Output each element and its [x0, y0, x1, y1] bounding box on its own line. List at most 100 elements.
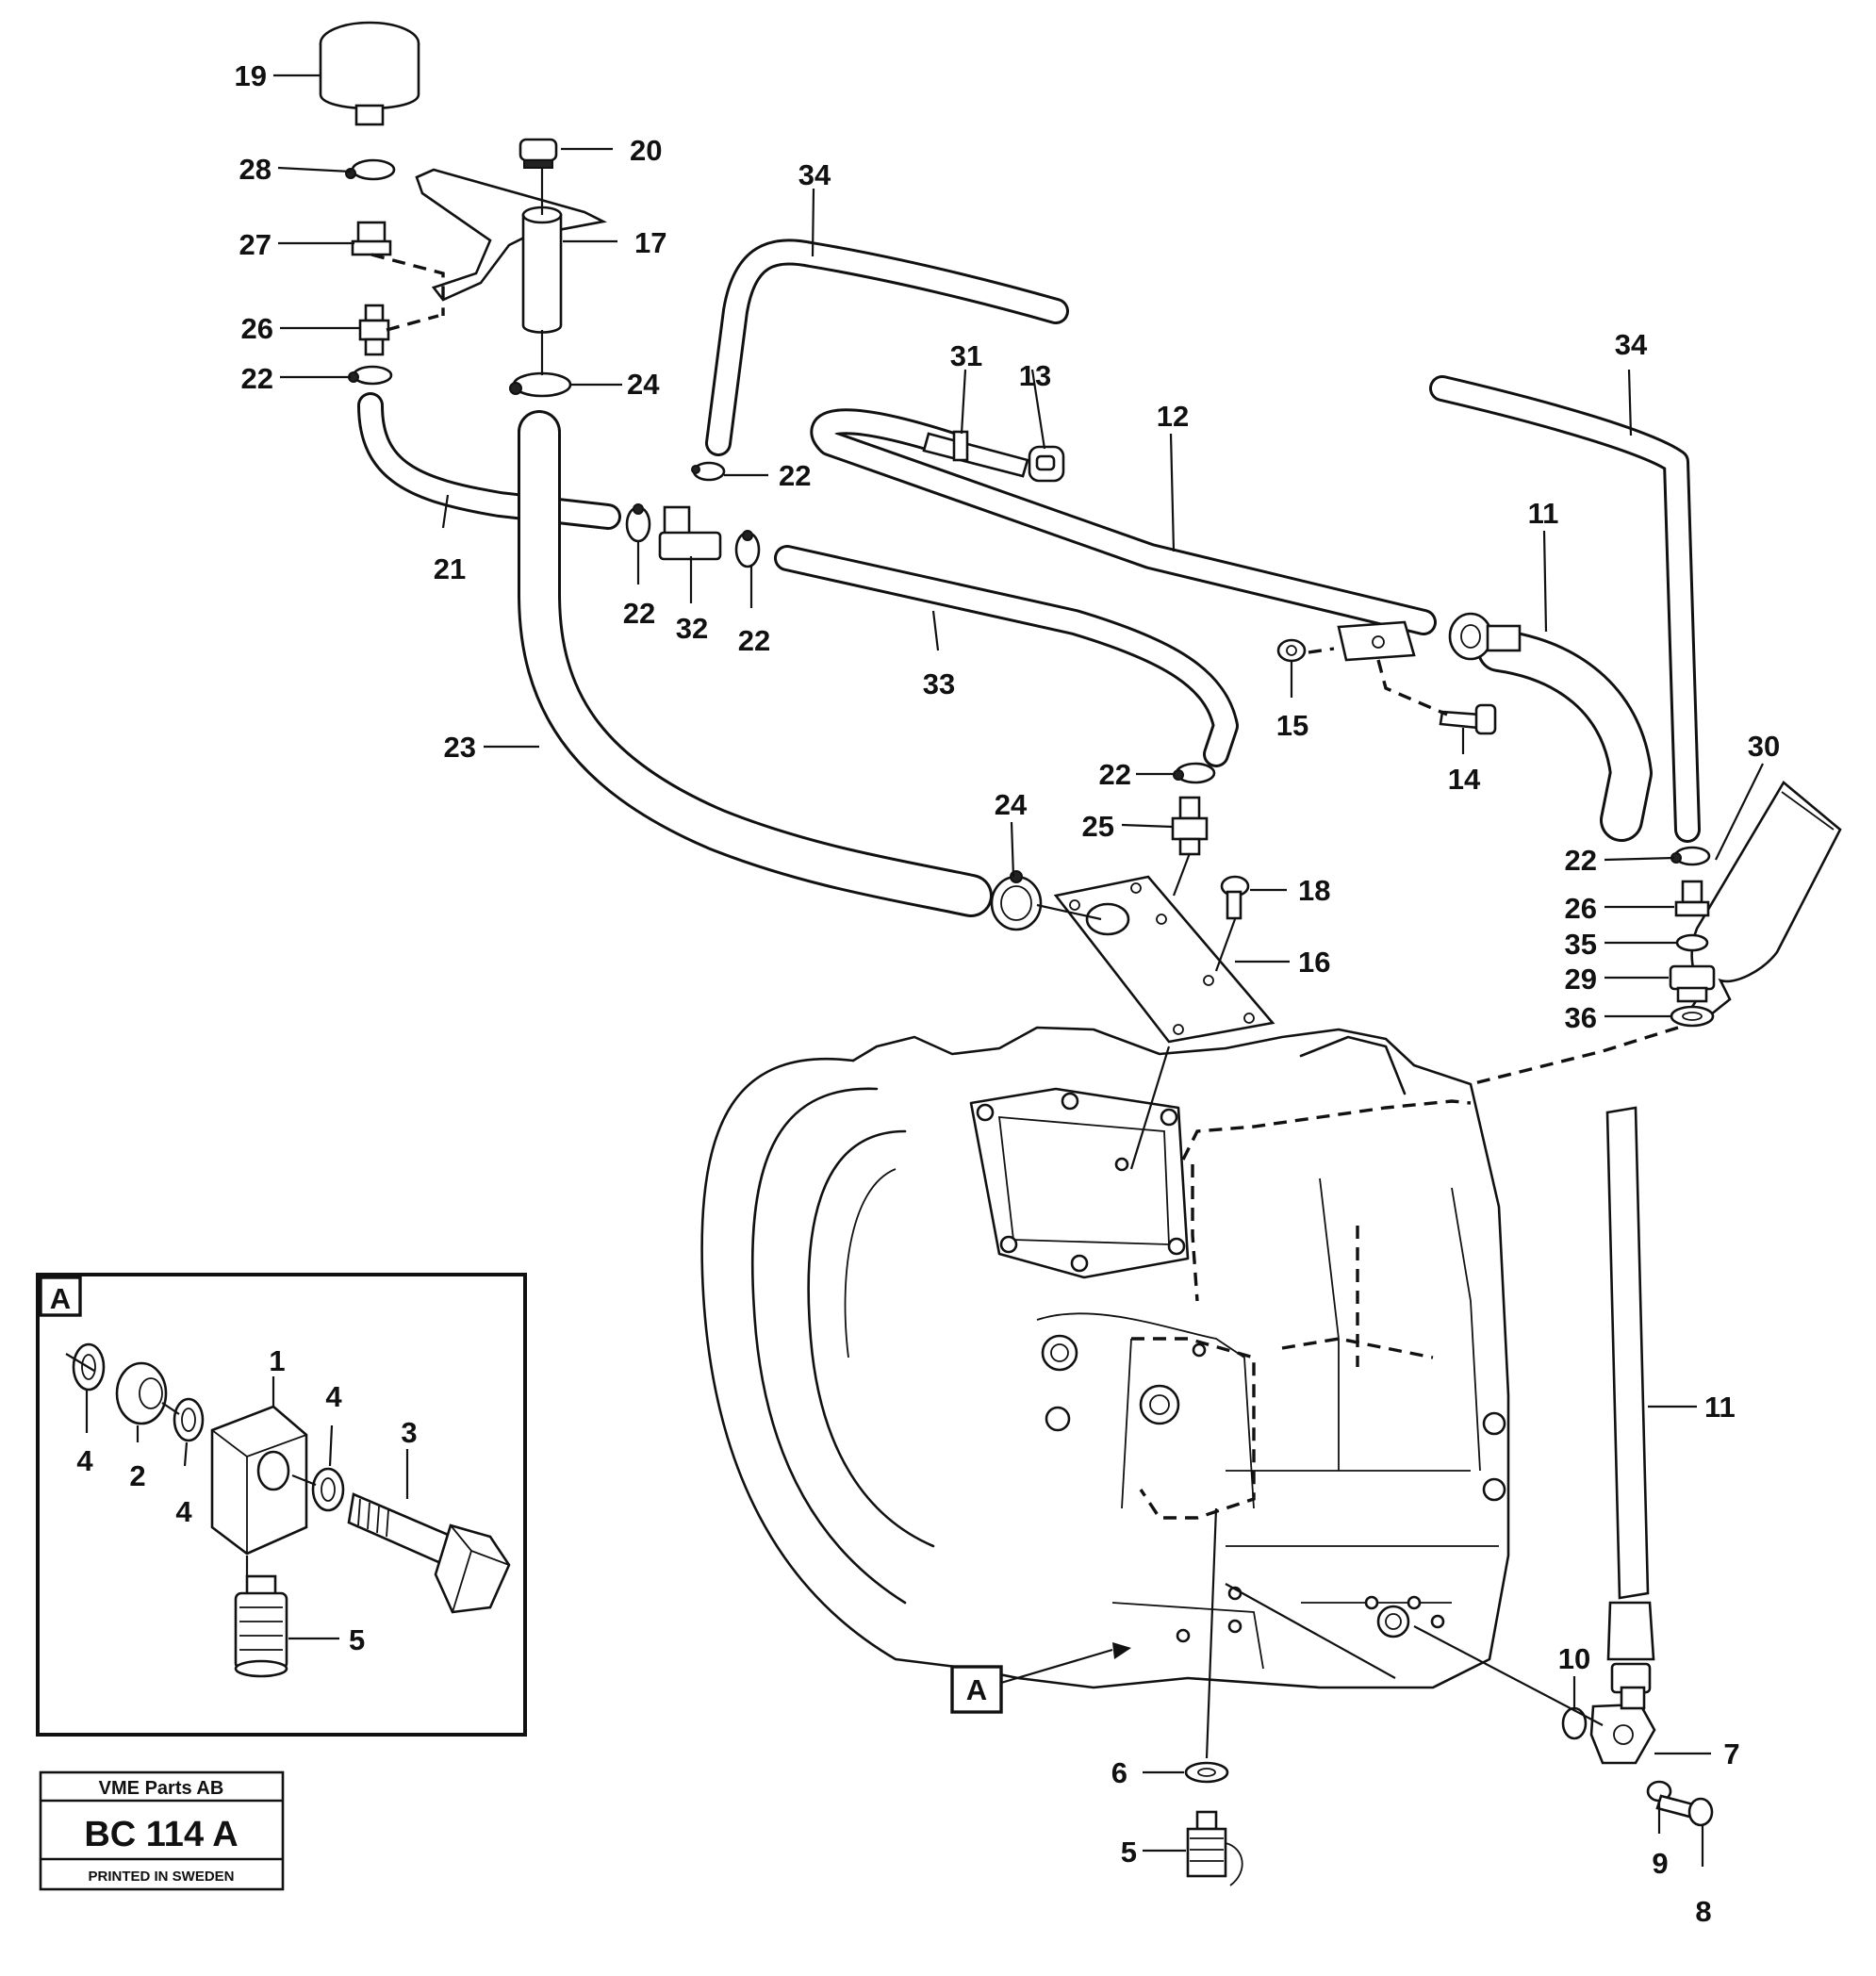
- callout-16: 16: [1298, 946, 1330, 979]
- nipple-26-right: [1674, 880, 1710, 917]
- callout-26-left: 26: [241, 312, 273, 345]
- callout-10: 10: [1558, 1642, 1590, 1675]
- hose-21: [357, 392, 621, 530]
- callout-9: 9: [1652, 1847, 1668, 1880]
- pipe-34-left: [705, 239, 1069, 456]
- inset-bolt: [347, 1492, 511, 1614]
- inset-callout-4-right: 4: [325, 1380, 342, 1413]
- callout-8: 8: [1695, 1895, 1711, 1928]
- inset-spacer: [115, 1361, 168, 1425]
- centerline-18: [1214, 918, 1237, 972]
- callout-24-center: 24: [995, 788, 1028, 821]
- bracket-17: [415, 168, 608, 334]
- washer-36: [1670, 1005, 1715, 1028]
- callout-36: 36: [1565, 1001, 1597, 1034]
- screw-18: [1220, 875, 1250, 920]
- callout-15: 15: [1276, 709, 1308, 742]
- callout-22-mid-a: 22: [623, 597, 655, 630]
- clamp-28: [345, 158, 396, 181]
- washer-35: [1675, 933, 1709, 952]
- callout-22-mid-b: 22: [738, 624, 770, 657]
- title-company: VME Parts AB: [99, 1778, 224, 1799]
- callout-24-top: 24: [627, 368, 660, 401]
- fitting-11: [1448, 612, 1522, 661]
- breather-filter: [319, 21, 420, 126]
- title-printed: PRINTED IN SWEDEN: [88, 1869, 234, 1885]
- callout-27: 27: [239, 228, 272, 261]
- callout-14: 14: [1448, 763, 1481, 796]
- adapter-29: [1669, 964, 1716, 1003]
- inset-washer-mid: [173, 1397, 205, 1442]
- clamp-24-top: [509, 371, 572, 398]
- inset-callout-1: 1: [269, 1344, 285, 1377]
- dash-36: [1470, 1026, 1679, 1086]
- washer-10: [1561, 1706, 1588, 1740]
- callout-7: 7: [1723, 1737, 1739, 1770]
- centerline-24: [1036, 903, 1102, 921]
- callout-26-right: 26: [1565, 892, 1597, 925]
- inset-strainer: [234, 1574, 288, 1678]
- inset-callout-4-mid: 4: [175, 1495, 192, 1528]
- callout-18: 18: [1298, 874, 1330, 907]
- nut-31: [952, 430, 969, 462]
- callout-22-center: 22: [1099, 758, 1131, 791]
- dipstick-12: [810, 408, 1437, 635]
- adapter-27: [351, 221, 392, 256]
- clip-22-top-34: [691, 461, 726, 482]
- callout-11-top: 11: [1528, 497, 1559, 530]
- callout-19: 19: [235, 59, 267, 92]
- centerline-16: [1129, 1046, 1171, 1170]
- washer-6: [1184, 1761, 1229, 1784]
- transmission-housing: [700, 1026, 1510, 1689]
- clip-22-mid-b: [734, 530, 761, 568]
- cap-20: [518, 138, 558, 169]
- callout-31: 31: [950, 339, 982, 372]
- dash-14: [1376, 659, 1448, 716]
- cover-16: [1053, 875, 1275, 1044]
- inset-callout-4-left: 4: [76, 1444, 93, 1477]
- clip-22-center: [1173, 762, 1216, 784]
- inset-label: A: [50, 1282, 71, 1315]
- dash-15: [1308, 647, 1335, 654]
- inset-callout-5: 5: [349, 1623, 365, 1656]
- callout-22-right: 22: [1565, 844, 1597, 877]
- callout-30: 30: [1748, 730, 1780, 763]
- callout-28: 28: [239, 153, 272, 186]
- strainer-5-main: [1186, 1810, 1243, 1886]
- nipple-25: [1171, 796, 1209, 856]
- callout-29: 29: [1565, 963, 1597, 996]
- callout-32: 32: [676, 612, 708, 645]
- hose-33: [774, 545, 1239, 767]
- callout-17: 17: [634, 226, 666, 259]
- tee-32: [658, 505, 722, 561]
- callout-33: 33: [923, 667, 955, 700]
- centerline-25: [1172, 852, 1192, 897]
- view-a-marker: A: [950, 1642, 1131, 1714]
- callout-22-top-34: 22: [779, 459, 811, 492]
- inset-callout-3: 3: [401, 1416, 417, 1449]
- clip-22-mid-a: [625, 503, 651, 543]
- centerline-a: [1225, 1583, 1396, 1679]
- clip-22-right: [1670, 846, 1711, 866]
- hose-11-top: [1477, 629, 1653, 842]
- callout-21: 21: [434, 552, 466, 585]
- callouts: 19 20 28 17 27 26 22 24 21 23 22 32 22 2…: [235, 59, 1781, 1928]
- pipe-34-right: [1429, 375, 1701, 843]
- callout-23: 23: [444, 731, 476, 764]
- callout-25: 25: [1082, 810, 1114, 843]
- callout-13: 13: [1019, 359, 1051, 392]
- elbow-7: [1589, 1686, 1656, 1765]
- hose-23: [518, 410, 993, 917]
- title-code: BC 114 A: [84, 1815, 238, 1854]
- inset-a: A 1: [36, 1273, 527, 1737]
- clip-plate: [1337, 620, 1416, 662]
- inset-callout-2: 2: [129, 1459, 145, 1492]
- pipe-11-bottom: [1605, 1106, 1655, 1694]
- callout-6: 6: [1111, 1756, 1127, 1789]
- centerline-6: [1205, 1507, 1218, 1759]
- callout-34-left: 34: [798, 158, 831, 191]
- dash-26: [386, 314, 439, 332]
- clip-22-left: [348, 365, 393, 386]
- callout-20: 20: [630, 134, 662, 167]
